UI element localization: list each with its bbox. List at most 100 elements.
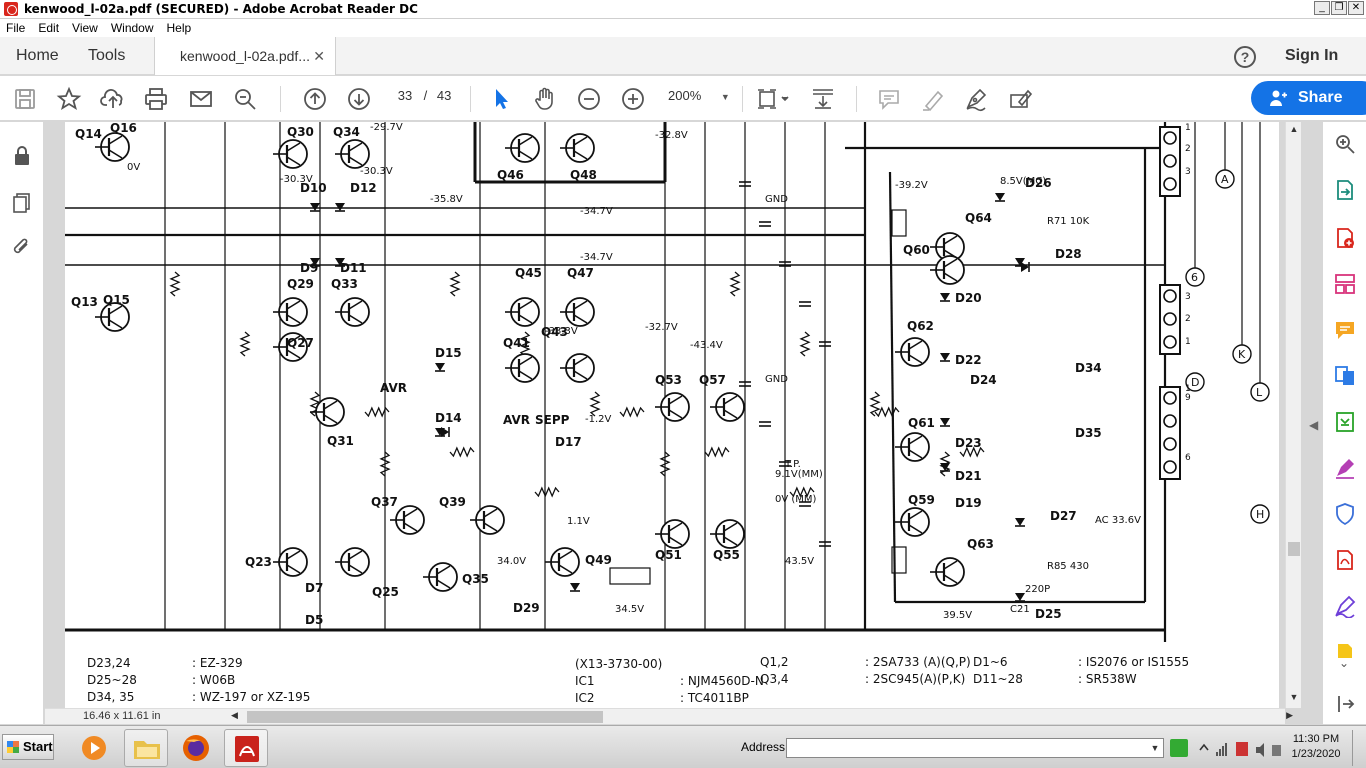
more-tools-icon[interactable] <box>1333 636 1357 660</box>
close-button[interactable]: ✕ <box>1348 1 1364 15</box>
wire <box>668 395 683 405</box>
zoom-out-icon[interactable] <box>576 86 602 112</box>
wire <box>943 235 958 245</box>
scroll-left-arrow[interactable]: ◀ <box>231 710 238 720</box>
wire <box>348 156 363 166</box>
menu-view[interactable]: View <box>72 21 98 35</box>
pdf-file-icon[interactable] <box>1333 548 1357 572</box>
scroll-down-arrow[interactable]: ▼ <box>1289 692 1299 702</box>
start-button[interactable]: Start <box>2 734 54 760</box>
tab-home[interactable]: Home <box>16 47 59 64</box>
tab-tools[interactable]: Tools <box>88 47 126 64</box>
search-zoom-icon[interactable] <box>1333 132 1357 156</box>
scroll-right-arrow[interactable]: ▶ <box>1286 710 1293 720</box>
address-label: Address <box>741 740 786 754</box>
compress-pdf-icon[interactable] <box>1333 410 1357 434</box>
email-icon[interactable] <box>188 86 214 112</box>
combine-files-icon[interactable] <box>1333 364 1357 388</box>
tab-close-icon[interactable]: ✕ <box>313 48 325 64</box>
vertical-scrollbar[interactable]: ▲ ▼ <box>1285 122 1301 708</box>
page-thumbnails-icon[interactable] <box>11 192 33 214</box>
attachment-icon[interactable] <box>11 236 33 258</box>
fill-sign-tool-icon[interactable] <box>1333 456 1357 480</box>
print-icon[interactable] <box>143 86 169 112</box>
menu-help[interactable]: Help <box>166 21 192 35</box>
menu-bar: File Edit View Window Help <box>0 19 1366 37</box>
save-icon[interactable] <box>12 86 38 112</box>
menu-window[interactable]: Window <box>110 21 154 35</box>
menu-file[interactable]: File <box>6 21 26 35</box>
edit-signature-icon[interactable] <box>1333 594 1357 618</box>
tray-security-icon[interactable] <box>1236 742 1248 756</box>
bookmark-star-icon[interactable] <box>56 86 82 112</box>
schematic-label: Q31 <box>327 434 354 448</box>
expand-right-panel-icon[interactable]: ◀ <box>1309 418 1319 432</box>
export-pdf-icon[interactable] <box>1333 178 1357 202</box>
go-arrow-icon[interactable] <box>1170 739 1188 757</box>
fill-sign-icon[interactable] <box>1008 86 1034 112</box>
scroll-tools-down-icon[interactable]: ⌄ <box>1339 656 1350 670</box>
create-pdf-icon[interactable] <box>1333 226 1357 250</box>
search-zoom-icon[interactable] <box>232 86 258 112</box>
page-navigator: 33 / 43 <box>390 88 452 103</box>
horizontal-scroll-thumb[interactable] <box>247 711 603 723</box>
schematic-label: Q14 <box>75 127 102 141</box>
connector-pin <box>1163 312 1177 326</box>
volume-icon[interactable] <box>1256 743 1264 757</box>
connector-label: K <box>1238 348 1246 361</box>
system-tray <box>1196 732 1286 762</box>
resistor-symbol <box>959 446 985 458</box>
tray-expand-icon[interactable] <box>1199 743 1209 751</box>
page-fit-icon[interactable] <box>756 86 789 112</box>
collapse-panel-icon[interactable] <box>1333 692 1357 716</box>
previous-page-icon[interactable] <box>302 86 328 112</box>
organize-pages-icon[interactable] <box>1333 272 1357 296</box>
page-number-input[interactable]: 33 <box>397 88 413 103</box>
show-desktop-button[interactable] <box>1352 730 1364 766</box>
wire <box>286 156 301 166</box>
firefox-icon[interactable] <box>174 729 218 767</box>
wire <box>908 340 923 350</box>
restore-button[interactable]: ❐ <box>1331 1 1347 15</box>
address-input[interactable] <box>786 738 1164 758</box>
sign-in-button[interactable]: Sign In <box>1285 47 1339 64</box>
scroll-up-arrow[interactable]: ▲ <box>1289 124 1299 134</box>
upload-cloud-icon[interactable] <box>100 86 126 112</box>
comment-tool-icon[interactable] <box>1333 318 1357 342</box>
connector-label: D <box>1191 376 1199 389</box>
resistor-symbol <box>799 331 811 357</box>
horizontal-scrollbar[interactable]: ◀ ▶ <box>231 710 1293 723</box>
clock-time: 11:30 PM <box>1292 733 1340 745</box>
clock[interactable]: 11:30 PM 1/23/2020 <box>1288 732 1344 762</box>
file-explorer-icon[interactable] <box>124 729 168 767</box>
address-dropdown-icon[interactable]: ▼ <box>1150 743 1160 753</box>
draw-pen-icon[interactable] <box>963 86 989 112</box>
schematic-label: D14 <box>435 411 462 425</box>
acrobat-taskbar-icon[interactable] <box>224 729 268 767</box>
menu-edit[interactable]: Edit <box>38 21 60 35</box>
tab-document[interactable]: kenwood_l-02a.pdf... ✕ <box>154 37 336 75</box>
protect-shield-icon[interactable] <box>1333 502 1357 526</box>
comment-icon[interactable] <box>876 86 902 112</box>
zoom-in-icon[interactable] <box>620 86 646 112</box>
next-page-icon[interactable] <box>346 86 372 112</box>
scroll-mode-icon[interactable] <box>810 86 836 112</box>
schematic-label: D7 <box>305 581 323 595</box>
media-player-icon[interactable] <box>72 729 116 767</box>
lock-icon[interactable] <box>11 144 33 166</box>
zoom-select[interactable]: 200% ▼ <box>668 88 730 103</box>
diode-symbol <box>940 293 950 301</box>
select-cursor-icon[interactable] <box>488 86 514 112</box>
wire <box>908 354 923 364</box>
highlight-icon[interactable] <box>920 86 946 112</box>
minimize-button[interactable]: _ <box>1314 1 1330 15</box>
help-icon[interactable]: ? <box>1234 46 1256 68</box>
hand-tool-icon[interactable] <box>532 86 558 112</box>
wire <box>668 409 683 419</box>
battery-icon[interactable] <box>1272 745 1281 756</box>
share-button[interactable]: Share <box>1251 81 1366 115</box>
network-signal-icon[interactable] <box>1216 743 1227 756</box>
schematic-label: Q15 <box>103 293 130 307</box>
vertical-scroll-thumb[interactable] <box>1288 542 1300 556</box>
